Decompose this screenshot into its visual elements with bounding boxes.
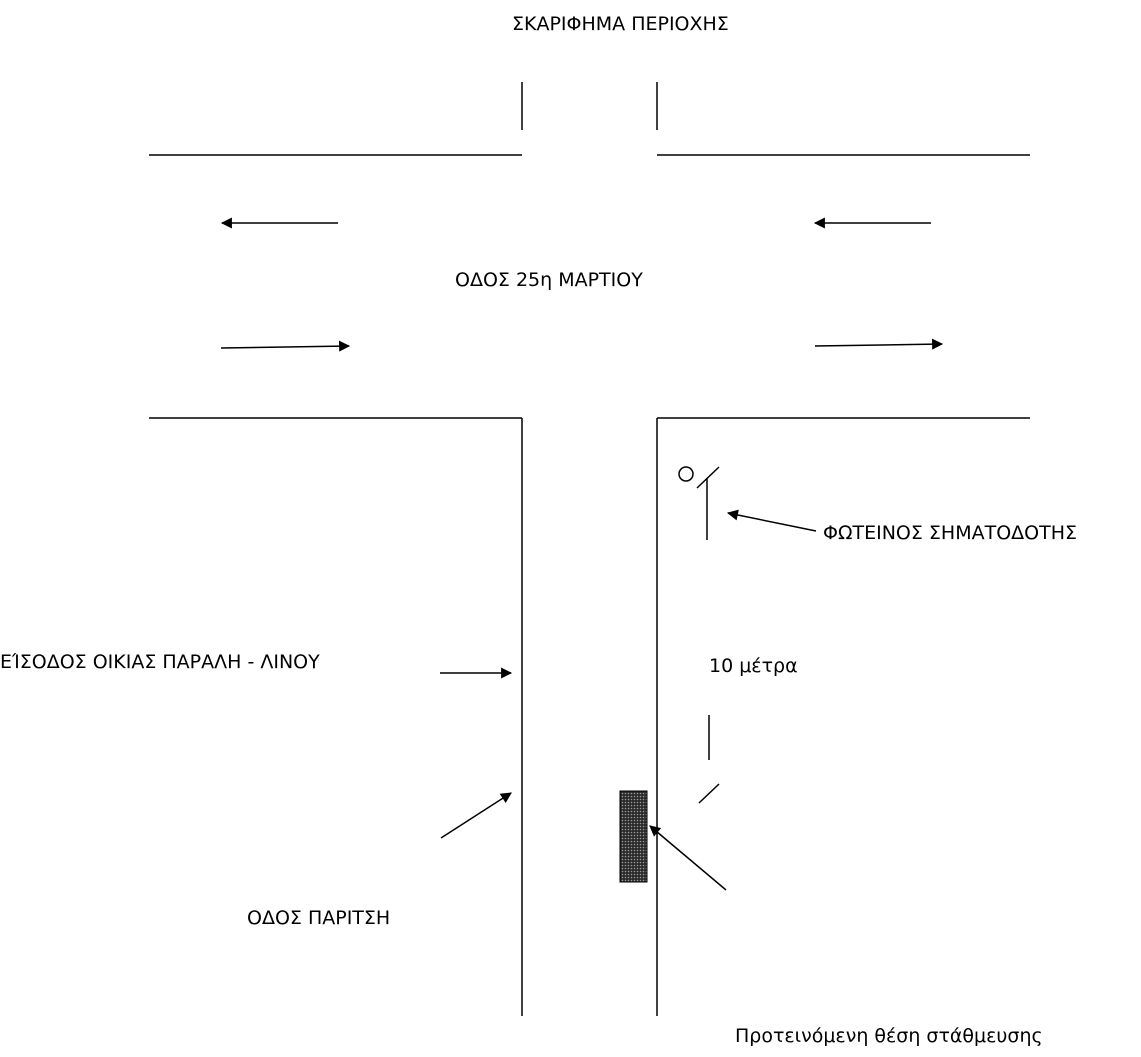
traffic-signal-icon	[678, 466, 720, 540]
signal-pointer-arrow	[726, 509, 817, 532]
house-entrance-label: ΕΊΣΟΔΟΣ ΟΙΚΙΑΣ ΠΑΡΑΛΗ - ΛΙΝΟΥ	[0, 651, 320, 673]
distance-label: 10 μέτρα	[709, 655, 798, 677]
traffic-signal-label: ΦΩΤΕΙΝΟΣ ΣΗΜΑΤΟΔΟΤΗΣ	[823, 522, 1077, 544]
proposed-parking-spot	[619, 790, 648, 883]
distance-marker	[698, 715, 720, 804]
traffic-arrow-eastbound-right	[814, 338, 944, 350]
side-road-label: ΟΔΟΣ ΠΑΡΙΤΣΗ	[247, 907, 391, 929]
traffic-arrow-eastbound-left	[220, 340, 351, 352]
parking-pointer-arrow	[649, 825, 727, 891]
proposed-parking-label: Προτεινόμενη θέση στάθμευσης	[735, 1025, 1043, 1047]
side-road-pointer-arrow	[440, 792, 512, 839]
sketch-title: ΣΚΑΡΙΦΗΜΑ ΠΕΡΙΟΧΗΣ	[512, 13, 729, 35]
main-road-label: ΟΔΟΣ 25η ΜΑΡΤΙΟΥ	[455, 269, 643, 291]
